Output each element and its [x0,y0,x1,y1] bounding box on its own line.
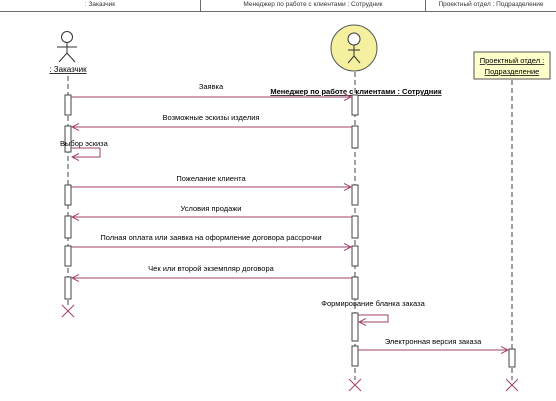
department-box [473,51,551,80]
swimlane-divider [200,0,201,11]
activation-bar [508,348,516,368]
message-label: Полная оплата или заявка на оформление д… [100,233,321,242]
message-label: Выбор эскиза [60,139,109,148]
activation-bar [351,245,359,267]
swimlane-header: : Заказчик Менеджер по работе с клиентам… [0,0,556,12]
manager-activations [351,94,359,367]
message-label: Пожелание клиента [176,174,246,183]
manager-actor-icon [330,24,378,72]
swimlane-divider [425,0,426,11]
customer-activations [64,94,72,300]
activation-bar [351,125,359,149]
manager-destroy-icon [348,378,362,392]
swimlane-department: Проектный отдел : Подразделение [438,1,544,8]
message-label: Электронная версия заказа [385,337,482,346]
activation-bar [64,125,72,153]
activation-bar [64,276,72,300]
activation-bar [351,345,359,367]
swimlane-manager: Менеджер по работе с клиентами : Сотрудн… [243,1,383,8]
destroy-markers [61,304,519,392]
activation-bar [351,184,359,206]
self-message-arrow [71,147,101,157]
self-message-arrow [358,314,389,322]
department-label-line2: Подразделение [485,67,540,76]
activation-bar [64,184,72,206]
customer-actor-label: : Заказчик [49,65,87,74]
manager-actor-label: Менеджер по работе с клиентами : Сотрудн… [270,87,442,96]
activation-bar [351,312,359,342]
activation-bar [64,215,72,239]
department-label-line1: Проектный отдел : [480,56,545,65]
department-destroy-icon [505,378,519,392]
message-label: Заявка [199,82,224,91]
activation-bar [351,94,359,116]
activation-bar [64,245,72,267]
activation-bar [64,94,72,116]
activation-bar [351,215,359,239]
message-label: Формирование бланка заказа [321,299,425,308]
customer-actor-icon [57,31,77,63]
activation-bar [351,276,359,300]
customer-destroy-icon [61,304,75,318]
message-label: Условия продажи [181,204,242,213]
message-label: Возможные эскизы изделия [163,113,260,122]
swimlane-customer: : Заказчик [84,1,116,8]
message-label: Чек или второй экземпляр договора [148,264,274,273]
message-arrows [71,97,508,350]
